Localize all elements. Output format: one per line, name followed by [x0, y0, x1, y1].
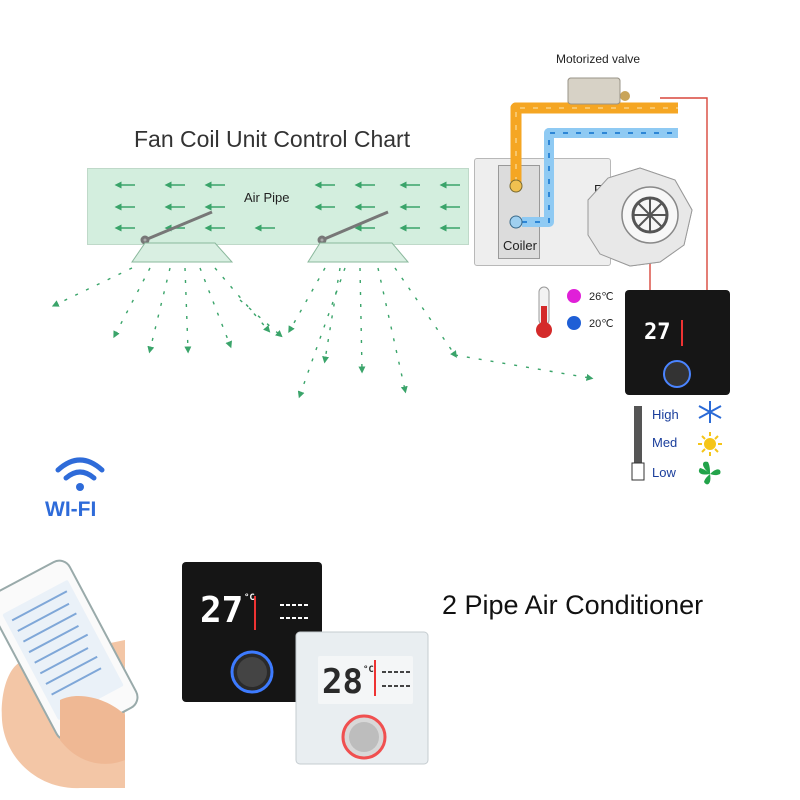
coiler-label: Coiler: [503, 238, 537, 253]
smartphone-image: [0, 559, 139, 789]
snowflake-icon: [698, 401, 722, 423]
wifi-icon: [55, 457, 105, 491]
valve-body: [567, 77, 621, 105]
small-thermostat: [625, 290, 730, 395]
cold-temp-label: 20℃: [589, 318, 614, 330]
diffuser-right: [307, 242, 410, 263]
fan-icon: [698, 461, 721, 485]
fan-blades: [633, 198, 667, 232]
hot-temp-label: 26℃: [589, 291, 614, 303]
cold-coil-connector: [509, 215, 523, 229]
chart-title: Fan Coil Unit Control Chart: [134, 126, 411, 152]
hot-water-pipe-front: [510, 102, 678, 182]
speed-med-label: Med: [652, 435, 678, 450]
speed-high-label: High: [652, 407, 679, 422]
light-thermostat-unit: °C: [363, 665, 374, 675]
hot-temp-dot: [567, 289, 581, 303]
dark-thermostat-reading: 27: [200, 590, 244, 631]
product-title: 2 Pipe Air Conditioner: [442, 590, 704, 620]
diffuser-left: [131, 242, 234, 263]
air-dispersion-arrows: [51, 267, 594, 399]
small-thermostat-reading: 27: [644, 320, 671, 345]
thermometer-icon: [536, 286, 552, 338]
light-thermostat-panel: [295, 631, 429, 765]
cold-temp-dot: [567, 316, 581, 330]
sun-icon: [698, 432, 722, 456]
motorized-valve-label: Motorized valve: [556, 52, 641, 66]
light-thermostat-reading: 28: [322, 662, 363, 702]
dark-thermostat-unit: °C: [244, 593, 255, 603]
dark-thermostat-panel: [182, 562, 322, 702]
air-pipe-label: Air Pipe: [244, 190, 290, 205]
speed-low-label: Low: [652, 465, 676, 480]
hot-coil-connector: [509, 179, 523, 193]
wifi-label: WI-FI: [45, 498, 97, 521]
fan-speed-slider: [631, 406, 645, 481]
